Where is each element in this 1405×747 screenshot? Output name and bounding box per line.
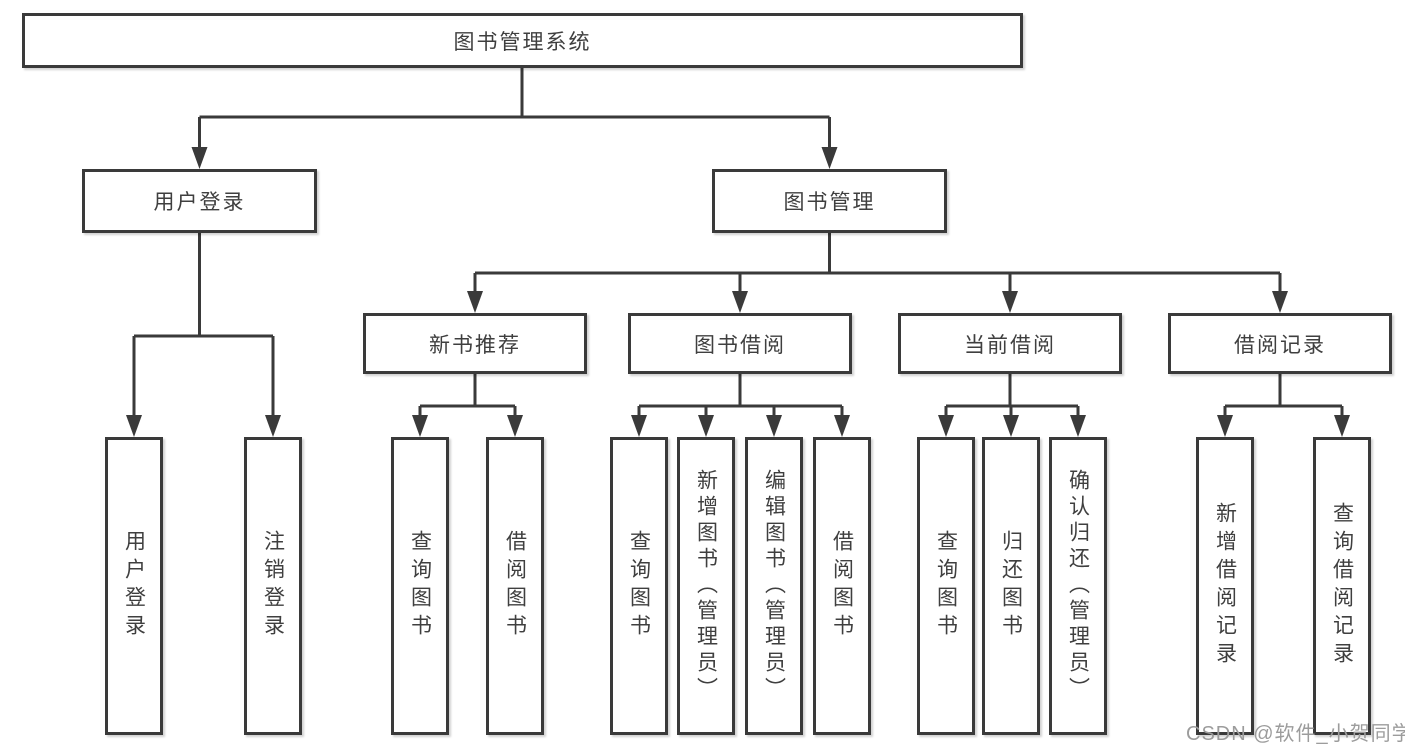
leaf-bb-borrow-books: 借阅图书 (813, 437, 871, 735)
node-borrow-records: 借阅记录 (1168, 313, 1392, 374)
leaf-cb-query-books: 查询图书 (917, 437, 975, 735)
node-user-login: 用户登录 (82, 169, 317, 233)
leaf-bb-add-books-admin: 新增图书（管理员） (677, 437, 735, 735)
leaf-user-login: 用户登录 (105, 437, 163, 735)
leaf-bb-query-books: 查询图书 (610, 437, 668, 735)
leaf-br-query-record: 查询借阅记录 (1313, 437, 1371, 735)
leaf-nb-borrow-books: 借阅图书 (486, 437, 544, 735)
node-library-management-system: 图书管理系统 (22, 13, 1023, 68)
leaf-cb-return-books: 归还图书 (982, 437, 1040, 735)
arrowheads (126, 147, 1350, 437)
leaf-logout: 注销登录 (244, 437, 302, 735)
leaf-br-add-record: 新增借阅记录 (1196, 437, 1254, 735)
watermark: CSDN @软件_小贺同学 (1186, 723, 1405, 745)
leaf-bb-edit-books-admin: 编辑图书（管理员） (745, 437, 803, 735)
node-book-borrowing: 图书借阅 (628, 313, 852, 374)
node-current-borrowing: 当前借阅 (898, 313, 1122, 374)
node-book-management: 图书管理 (712, 169, 947, 233)
node-new-book-recommend: 新书推荐 (363, 313, 587, 374)
leaf-cb-confirm-return-admin: 确认归还（管理员） (1049, 437, 1107, 735)
leaf-nb-query-books: 查询图书 (391, 437, 449, 735)
